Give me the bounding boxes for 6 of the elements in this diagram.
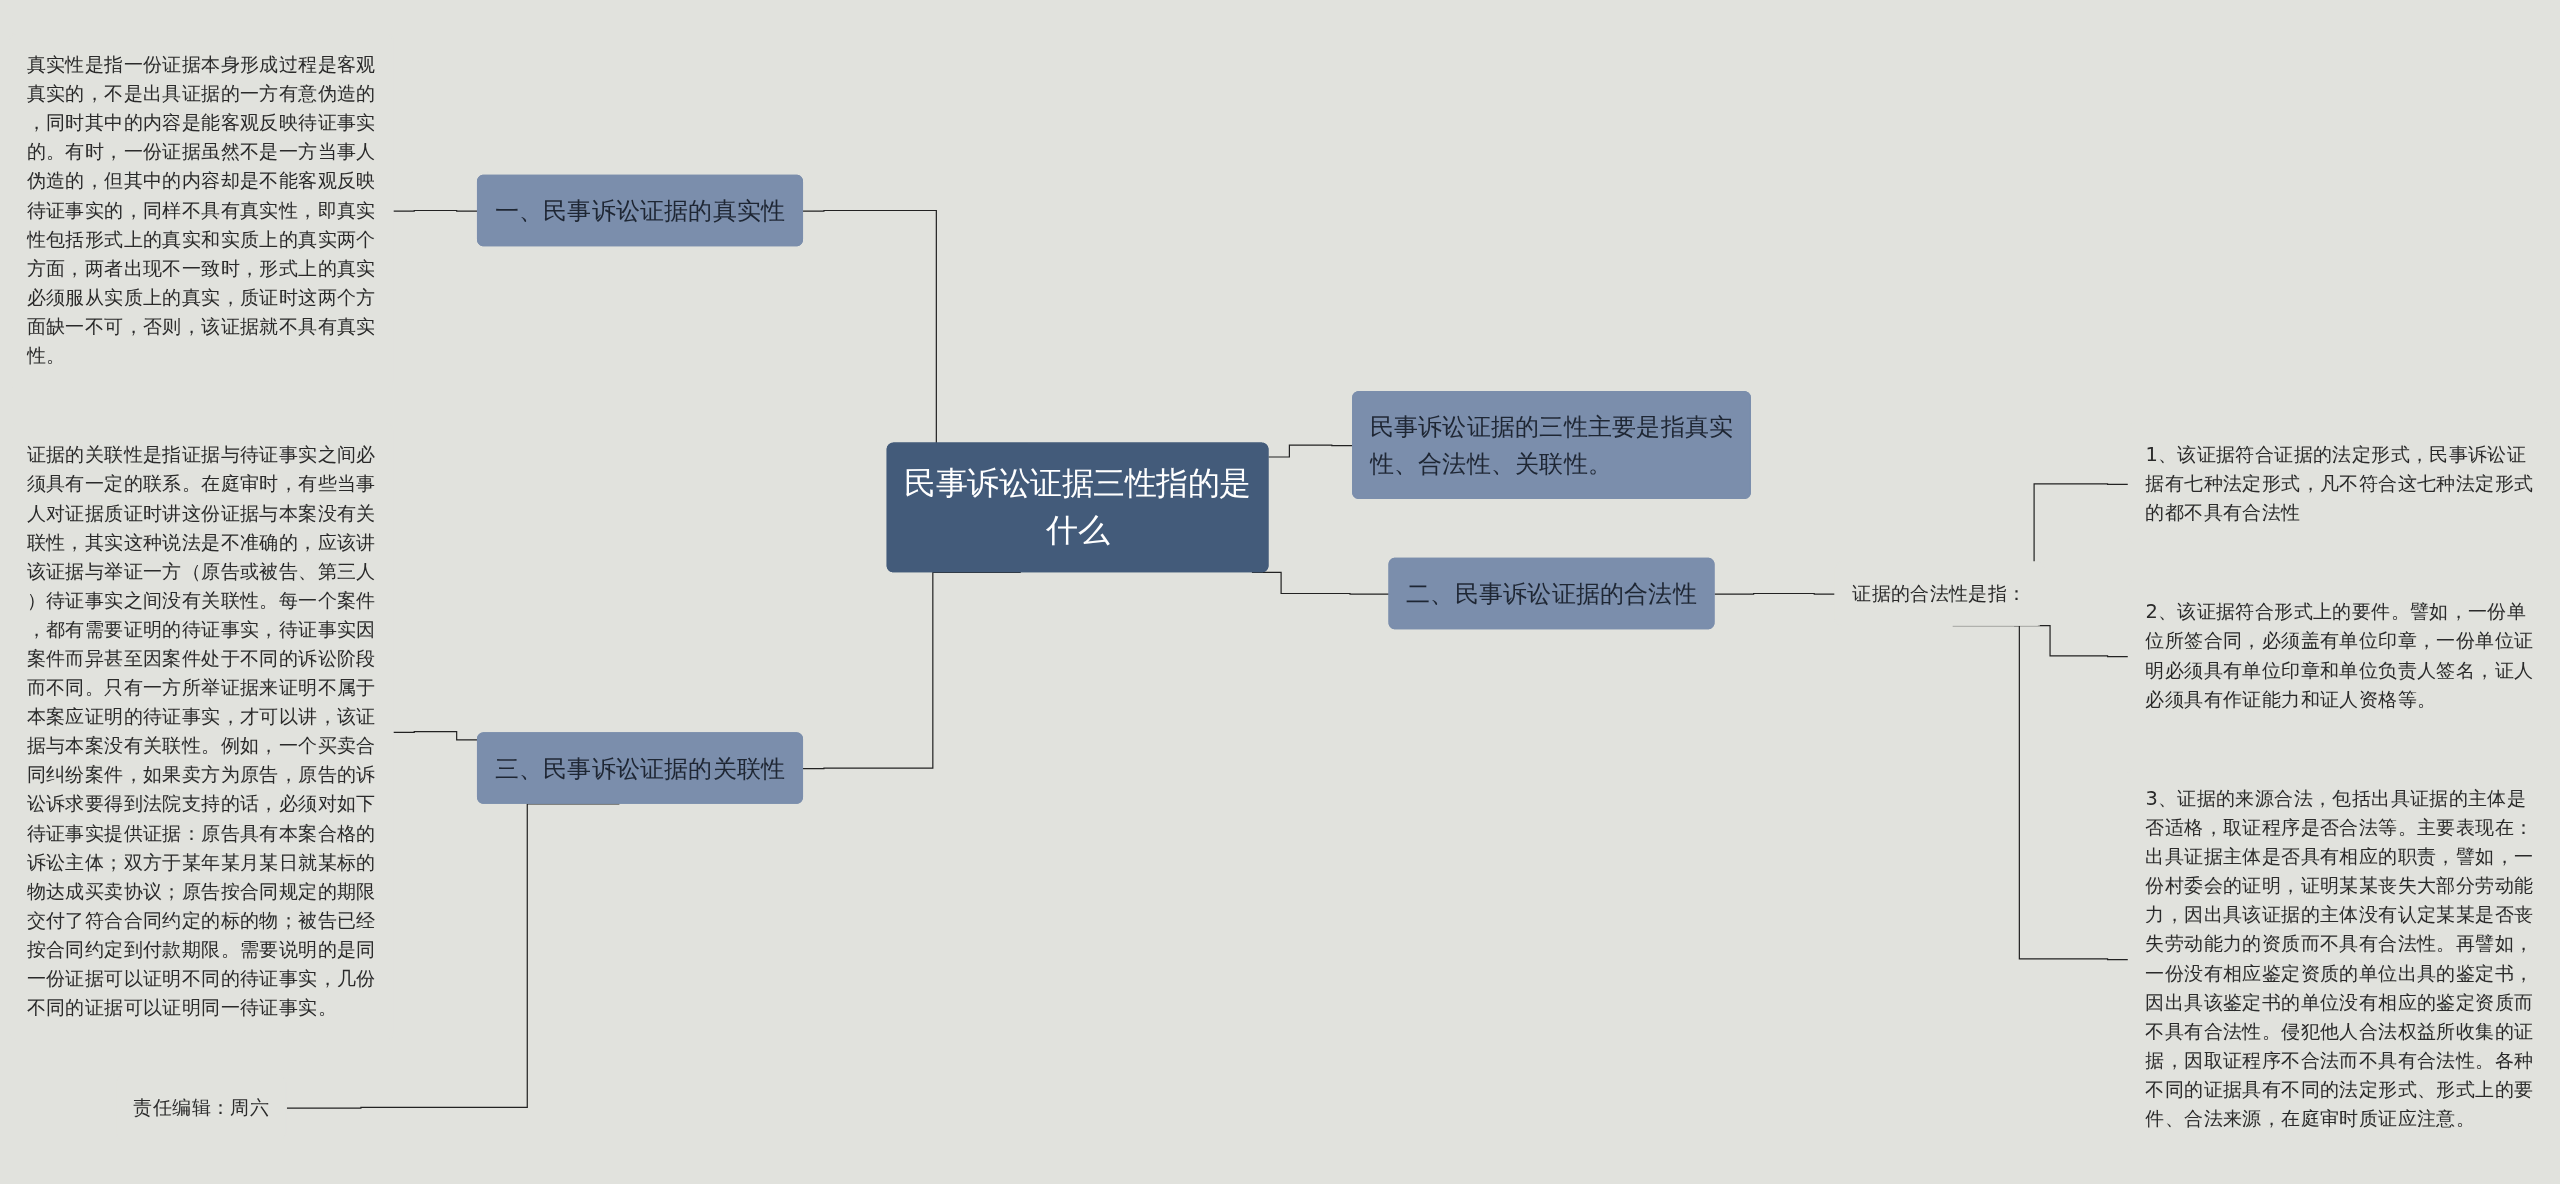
node-text: 2、该证据符合形式上的要件。譬如，一份单位所签合同，必须盖有单位印章，一份单位证明必须具有单位印章和单位负责人签名，证人必须具有作证能力和证人资格等。 xyxy=(2145,600,2534,711)
node-text: 1、该证据符合证据的法定形式，民事诉讼证据有七种法定形式，凡不符合这七种法定形式的都不具有合法性 xyxy=(2145,442,2534,524)
node-text: 真实性是指一份证据本身形成过程是客观真实的，不是出具证据的一方有意伪造的，同时其中的内容是能客观反映待证事实的。有时，一份证据虽然不是一方当事人伪造的，但其中的内容却是不能客观反映待证事实的，同样不具有真实性，即真实性包括形式上的真实和实质上的真实两个方面，两者出现不一致时，形式上的真实必须服从实质上的真实，质证时这两个方面缺一不可，否则，该证据就不具有真实性。 xyxy=(26,52,376,367)
node-text: 责任编辑：周六 xyxy=(133,1095,270,1119)
node-text: 3、证据的来源合法，包括出具证据的主体是否适格，取证程序是否合法等。主要表现在：出具证据主体是否具有相应的职责，譬如，一份村委会的证明，证明某某丧失大部分劳动能力，因出具该证据的主体没有认定某某是否丧失劳动能力的资质而不具有合法性。再譬如，一份没有相应鉴定资质的单位出具的鉴定书，因出具该鉴定书的单位没有相应的鉴定资质而不具有合法性。侵犯他人合法权益所收集的证据，因取证程序不合法而不具有合法性。各种不同的证据具有不同的法定形式、形式上的要件、合法来源，在庭审时质证应注意。 xyxy=(2145,786,2534,1130)
node-text: 证据的关联性是指证据与待证事实之间必须具有一定的联系。在庭审时，有些当事人对证据质证时讲这份证据与本案没有关联性，其实这种说法是不准确的，应该讲该证据与举证一方（原告或被告、第三人）待证事实之间没有关联性。每一个案件，都有需要证明的待证事实，待证事实因案件而异甚至因案件处于不同的诉讼阶段而不同。只有一方所举证据来证明不属于本案应证明的待证事实，才可以讲，该证据与本案没有关联性。例如，一个买卖合同纠纷案件，如果卖方为原告，原告的诉讼诉求要得到法院支持的话，必须对如下待证事实提供证据：原告具有本案合格的诉讼主体；双方于某年某月某日就某标的物达成买卖协议；原告按合同规定的期限交付了符合合同约定的标的物；被告已经按合同约定到付款期限。需要说明的是同一份证据可以证明不同的待证事实，几份不同的证据可以证明同一待证事实。 xyxy=(26,443,376,1019)
